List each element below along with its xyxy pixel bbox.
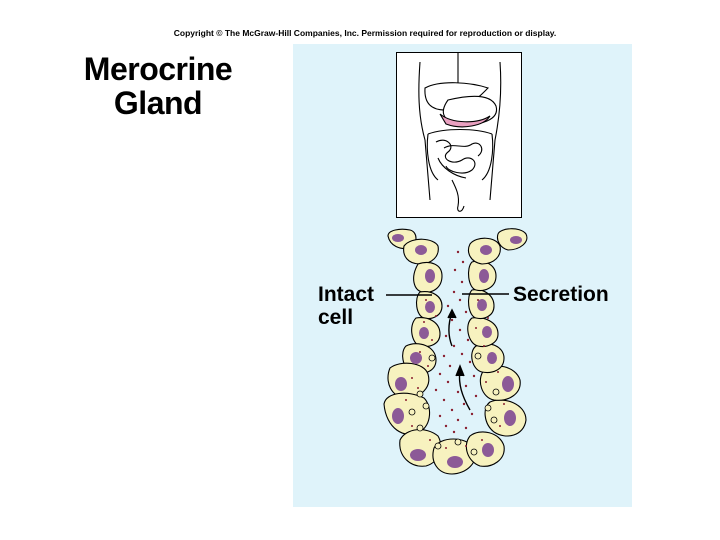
secretion-label: Secretion	[513, 284, 609, 306]
cell-nucleus	[410, 352, 422, 364]
cell-nucleus	[419, 327, 429, 339]
cell-nucleus	[482, 443, 494, 457]
cell-nucleus	[482, 326, 492, 338]
arrow-upper-head	[448, 310, 456, 318]
cell-nucleus	[392, 234, 404, 242]
cell-nucleus	[504, 410, 516, 426]
cell-nucleus	[510, 236, 522, 244]
cell-nucleus	[425, 301, 435, 313]
cell-nucleus	[395, 377, 407, 391]
intact-cell-label-line-1: Intact	[318, 284, 374, 306]
cell-nucleus	[487, 352, 497, 364]
cell-nucleus	[479, 269, 489, 283]
arrow-lower-head	[456, 366, 464, 376]
cell-nucleus	[410, 449, 426, 461]
cell-nucleus	[480, 245, 492, 255]
cell-nucleus	[502, 376, 514, 392]
cell-nucleus	[447, 456, 463, 468]
cell-nucleus	[392, 408, 404, 424]
cell-nucleus	[425, 269, 435, 283]
leader-lines	[386, 294, 509, 295]
gland-structure	[384, 229, 527, 474]
digestive-system-drawing	[419, 52, 501, 211]
secretion-arrows	[448, 310, 470, 410]
cell-nucleus	[415, 245, 427, 255]
intact-cell-label-line-2: cell	[318, 307, 353, 329]
